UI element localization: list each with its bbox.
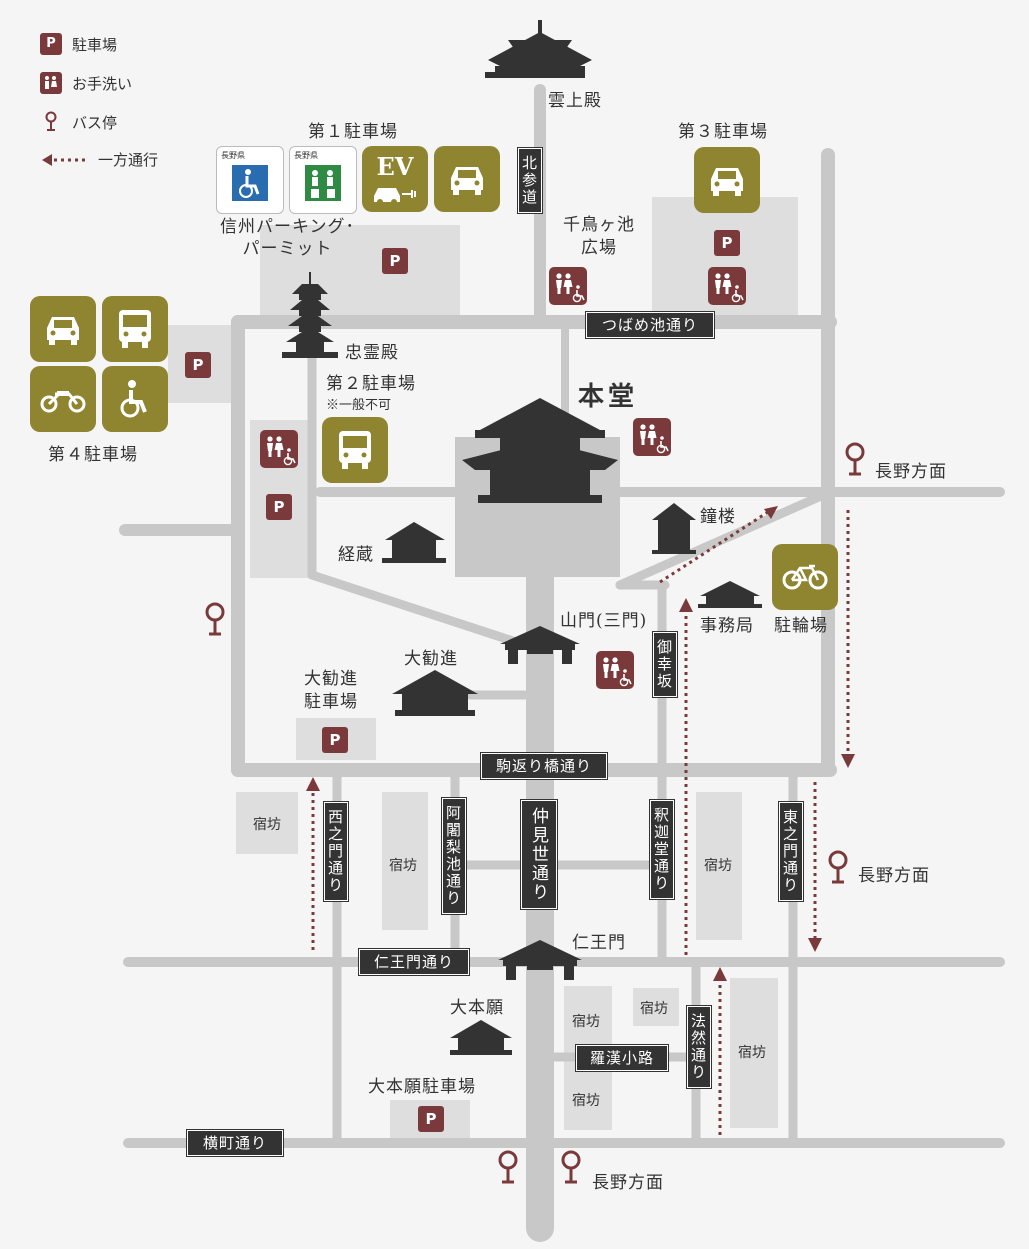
pagoda-icon [282,272,338,358]
parking-permit-label: 信州パーキング･ パーミット [220,217,355,259]
tsubameike-road-label: つばめ池通り [586,312,714,338]
parking-icon[interactable]: P [382,248,408,274]
legend-parking: P 駐車場 [40,33,117,55]
parking-2-note: ※一般不可 [326,398,392,413]
nakamise-road-label: 仲見世通り [521,800,557,909]
temple-icon [462,398,618,503]
temple-icon [392,670,478,716]
temple-icon [382,522,446,563]
bicycle-icon [782,564,828,590]
shoro-label: 鐘楼 [700,507,736,527]
legend-bus-stop: バス停 [40,111,117,133]
nishinomon-road-label: 西之門通り [324,802,348,901]
shukubo-label: 宿坊 [572,1093,600,1109]
shukubo-label: 宿坊 [704,858,732,874]
toilet-icon [40,72,62,94]
hozen-road-label: 法然通り [687,1006,711,1088]
parking-icon[interactable]: P [322,727,348,753]
daikanjin-label: 大勧進 [404,649,458,669]
car-icon [451,167,483,195]
sanmon-label: 山門(三門) [560,611,648,631]
parking-icon[interactable]: P [714,230,740,256]
jimukyoku-label: 事務局 [700,616,754,636]
legend-bus-stop-label: バス停 [72,113,118,132]
ev-label: EV [376,152,414,181]
temple-icon [485,20,592,78]
bicycle-parking-badge [772,544,838,610]
legend-one-way-label: 一方通行 [98,151,159,169]
pref-label: 長野県 [294,151,318,160]
motorcycle-parking-badge [30,366,96,432]
car-parking-badge [30,296,96,362]
parking-4-title: 第４駐車場 [48,445,138,465]
pref-label: 長野県 [221,151,245,160]
wheelchair-icon [232,165,268,201]
legend-parking-label: 駐車場 [72,35,118,54]
bus-parking-badge [322,417,388,483]
kyozo-label: 経蔵 [338,545,374,565]
bus-icon [119,310,151,348]
temple-icon [450,1020,512,1055]
kitasando-road-label: 北参道 [518,148,542,213]
parking-icon: P [40,33,62,55]
daikanjin-parking-label: 大勧進 駐車場 [304,669,358,712]
car-parking-badge [434,146,500,212]
one-way-arrow-icon [311,510,850,1135]
niomon-label: 仁王門 [572,933,626,953]
parking-3-title: 第３駐車場 [678,122,768,142]
chidorigaike-label: 千鳥ヶ池 広場 [563,215,635,258]
ev-charger-icon [374,188,416,205]
parking-1-title: 第１駐車場 [308,122,398,142]
temple-icon [698,581,762,608]
daihongan-label: 大本願 [450,998,504,1018]
niomon-road-label: 仁王門通り [359,949,469,975]
hondo-label: 本堂 [578,382,639,412]
rakan-road-label: 羅漢小路 [576,1045,668,1071]
legend-one-way: 一方通行 [40,149,158,170]
temple-icon [498,940,582,980]
wheelchair-icon [120,380,147,418]
daihongan-parking-label: 大本願駐車場 [368,1077,476,1097]
motorcycle-icon [40,391,86,413]
parking-icon[interactable]: P [266,494,292,520]
nagano-direction-label: 長野方面 [875,462,947,482]
gokozaka-road-label: 御幸坂 [653,632,677,697]
wheelchair-parking-badge [102,366,168,432]
shukubo-label: 宿坊 [389,858,417,874]
car-icon [711,168,743,196]
car-parking-badge [694,147,760,213]
bus-parking-badge [102,296,168,362]
shukubo-label: 宿坊 [738,1045,766,1061]
parking-icon[interactable]: P [185,352,211,378]
one-way-arrow-icon [42,153,86,166]
bus-stop-icon [45,111,57,131]
shukubo-label: 宿坊 [640,1001,668,1017]
higashinomon-road-label: 東之門通り [779,802,803,901]
car-icon [47,317,79,345]
shukubo-label: 宿坊 [572,1014,600,1030]
nagano-direction-label: 長野方面 [858,866,930,886]
unjoden-label: 雲上殿 [548,91,602,111]
parking-permit-family-badge: 長野県 [289,146,357,214]
parking-permit-wheelchair-badge: 長野県 [216,146,284,214]
yokomachi-road-label: 横町通り [187,1130,283,1156]
nagano-direction-label: 長野方面 [592,1173,664,1193]
churinjo-label: 駐輪場 [774,616,828,636]
temple-icon [500,626,580,664]
ev-charging-badge: EV [362,146,428,212]
komagaeri-road-label: 駒返り橋通り [481,753,607,779]
legend-toilet-label: お手洗い [72,74,133,93]
temple-icon [652,503,696,554]
ajarike-road-label: 阿闍梨池通り [442,798,466,914]
parking-icon[interactable]: P [418,1106,444,1132]
family-icon [305,165,341,201]
legend-toilet: お手洗い [40,72,132,94]
bus-icon [339,431,371,469]
shakado-road-label: 釈迦堂通り [650,800,674,899]
chureiden-label: 忠霊殿 [345,343,399,363]
shukubo-label: 宿坊 [253,817,281,833]
parking-2-title: 第２駐車場 [326,374,416,394]
